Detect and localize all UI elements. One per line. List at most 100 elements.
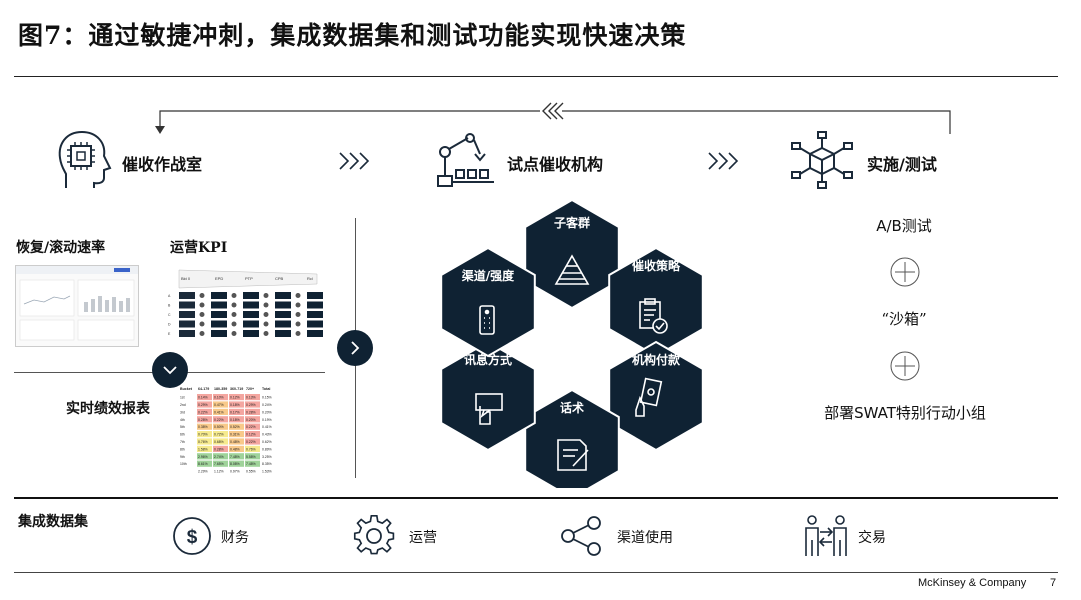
report-cell-fill xyxy=(213,423,228,430)
next-right-button[interactable] xyxy=(337,330,373,366)
report-cell: 4th xyxy=(180,418,185,422)
report-header-cell: Total xyxy=(262,387,270,391)
report-cell: 0.41% xyxy=(214,410,224,414)
chevron-right-icon xyxy=(351,341,360,355)
expand-down-button[interactable] xyxy=(152,352,188,388)
report-cell-fill xyxy=(213,416,228,423)
kpi-box xyxy=(243,330,259,337)
report-cell: 0.50% xyxy=(214,425,224,429)
report-cell-fill xyxy=(245,408,260,415)
ab-test-label: A/B测试 xyxy=(876,217,932,235)
hex-label-channel: 渠道/强度 xyxy=(462,268,515,283)
kpi-box xyxy=(243,311,259,318)
report-cell-fill xyxy=(213,453,228,460)
integrated-dataset-label: 集成数据集 xyxy=(18,514,88,530)
report-cell-fill xyxy=(197,431,212,438)
kpi-stage-4: Rcl xyxy=(307,276,313,281)
report-cell: 0.18% xyxy=(230,403,240,407)
hexagon-0 xyxy=(524,198,620,310)
kpi-box xyxy=(307,292,323,299)
report-cell-fill xyxy=(245,460,260,467)
hexagon-5 xyxy=(440,246,536,358)
roll-rate-dashboard-thumbnail xyxy=(15,265,139,347)
page-number: 7 xyxy=(1050,577,1057,589)
report-cell-fill xyxy=(245,445,260,452)
report-cell-fill xyxy=(197,423,212,430)
bottom-top-divider xyxy=(14,497,1058,499)
kpi-box xyxy=(211,311,227,318)
kpi-connector xyxy=(199,302,205,308)
report-cell: 3rd xyxy=(180,410,185,414)
kpi-connector xyxy=(263,293,269,298)
report-cell-fill xyxy=(213,401,228,408)
stage-label-war-room: 催收作战室 xyxy=(122,155,203,174)
report-cell-fill xyxy=(229,423,244,430)
report-cell-fill xyxy=(213,438,228,445)
page-title: 图7：通过敏捷冲刺，集成数据集和测试功能实现快速决策 xyxy=(18,21,687,50)
report-cell-fill xyxy=(245,416,260,423)
kpi-box xyxy=(275,311,291,318)
report-cell: 0.28% xyxy=(214,447,224,451)
report-cell: 5.58% xyxy=(246,455,256,459)
report-cell: 8.35% xyxy=(262,462,272,466)
report-header-cell: 180-359 xyxy=(214,387,227,391)
report-cell-fill xyxy=(229,453,244,460)
report-cell: 1.53% xyxy=(262,470,272,474)
report-cell-fill xyxy=(229,416,244,423)
report-cell: 10th xyxy=(180,462,187,466)
kpi-box xyxy=(211,301,227,309)
report-cell: 0.68% xyxy=(214,440,224,444)
report-cell: 0.17% xyxy=(230,410,240,414)
report-cell-fill xyxy=(229,401,244,408)
kpi-box xyxy=(243,320,259,328)
kpi-connector xyxy=(231,302,237,308)
report-cell-fill xyxy=(213,394,228,401)
stage-label-implement-test: 实施/测试 xyxy=(867,155,937,174)
report-cell: 0.72% xyxy=(214,433,224,437)
kpi-connector xyxy=(263,331,269,336)
report-cell: 0.22% xyxy=(246,425,256,429)
sandbox-label: “沙箱” xyxy=(881,310,927,328)
report-cell: 0.55% xyxy=(246,470,256,474)
category-transactions: 交易 xyxy=(858,530,886,546)
report-cell: 2.74% xyxy=(214,455,224,459)
report-cell: 1st xyxy=(180,396,185,400)
brain-chip-icon xyxy=(58,131,112,188)
report-cell: 0.28% xyxy=(198,418,208,422)
share-icon xyxy=(561,516,601,556)
report-cell-fill xyxy=(197,445,212,452)
report-cell-fill xyxy=(245,453,260,460)
report-cell: 0.19% xyxy=(262,418,272,422)
robot-arm-icon xyxy=(437,133,494,187)
stage-label-pilot-agency: 试点催收机构 xyxy=(507,155,604,174)
kpi-box xyxy=(307,330,323,337)
exchange-people-icon xyxy=(805,515,847,556)
report-header-cell: 720+ xyxy=(246,387,254,391)
kpi-box xyxy=(211,330,227,337)
kpi-row-label: E xyxy=(168,332,171,336)
report-cell: 0.76% xyxy=(246,447,256,451)
hexagon-cluster: 子客群 催收策略 机构付款 话术 讯息方式 渠道/强度 xyxy=(440,198,704,488)
report-cell-fill xyxy=(197,408,212,415)
feedback-loop-arrow xyxy=(155,102,951,134)
remote-control-icon xyxy=(479,305,495,335)
triple-chevron-right-icon xyxy=(339,152,370,170)
kpi-row-label: A xyxy=(168,294,171,298)
kpi-box xyxy=(179,320,195,328)
swat-label: 部署SWAT特别行动小组 xyxy=(824,404,986,422)
kpi-box xyxy=(179,311,195,318)
report-cell-fill xyxy=(213,431,228,438)
kpi-connector xyxy=(295,302,301,308)
report-cell-fill xyxy=(197,416,212,423)
clipboard-check-icon xyxy=(639,298,668,334)
report-cell-fill xyxy=(245,431,260,438)
report-cell-fill xyxy=(245,401,260,408)
report-cell: 5th xyxy=(180,425,185,429)
report-cell: 0.76% xyxy=(198,440,208,444)
triple-chevron-right-icon xyxy=(708,152,739,170)
report-cell: 0.14% xyxy=(198,396,208,400)
hex-label-strategy: 催收策略 xyxy=(632,258,681,273)
report-cell-fill xyxy=(197,438,212,445)
svg-text:$: $ xyxy=(187,527,198,548)
